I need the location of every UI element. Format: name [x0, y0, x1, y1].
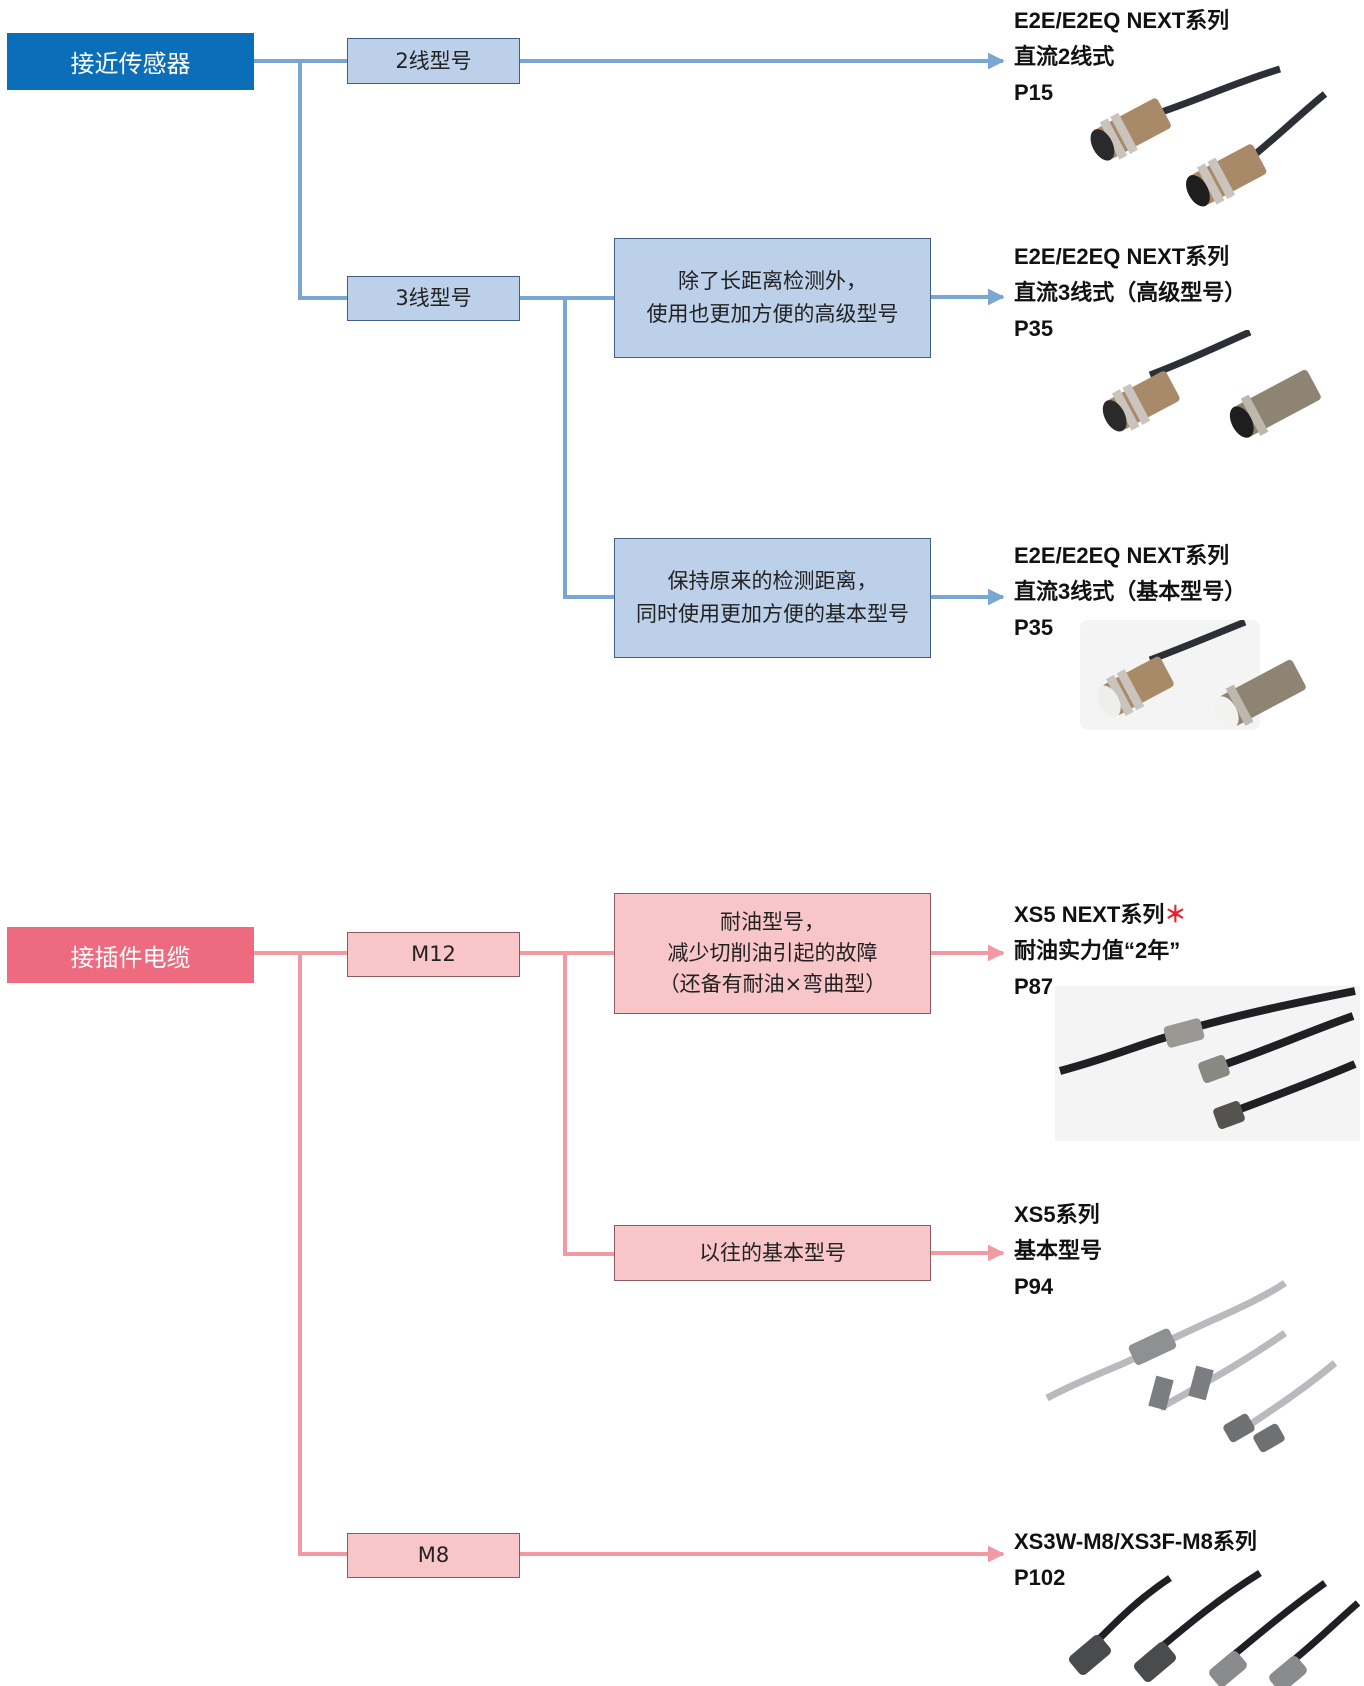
- product-desc: 直流3线式（基本型号）: [1014, 579, 1247, 604]
- oil-line-3: （还备有耐油×弯曲型）: [658, 972, 887, 996]
- wire2-box: 2线型号: [347, 38, 520, 84]
- product-page: P35: [1014, 316, 1054, 341]
- product-xs5: XS5系列 基本型号 P94: [1014, 1197, 1102, 1305]
- product-desc: 直流3线式（高级型号）: [1014, 280, 1247, 305]
- connector-cable-photo: [1069, 1570, 1360, 1686]
- legacy-model-box: 以往的基本型号: [614, 1225, 931, 1281]
- connector-cable-photo: [1045, 1280, 1338, 1453]
- product-e2e-3wire-advanced: E2E/E2EQ NEXT系列 直流3线式（高级型号） P35: [1014, 239, 1246, 347]
- product-page: P35: [1014, 615, 1054, 640]
- product-page: P15: [1014, 80, 1054, 105]
- basic-model-box: 保持原来的检测距离， 同时使用更加方便的基本型号: [614, 538, 931, 658]
- sensor-branch-line: [298, 61, 347, 300]
- product-series: XS5系列: [1014, 1202, 1100, 1227]
- m12-to-legacy-line: [563, 953, 614, 1256]
- product-series-row: XS5 NEXT系列＊: [1014, 897, 1186, 933]
- wire3-box: 3线型号: [347, 276, 520, 321]
- product-page: P102: [1014, 1565, 1066, 1590]
- product-e2e-2wire: E2E/E2EQ NEXT系列 直流2线式 P15: [1014, 3, 1229, 111]
- proximity-sensor-photo: [1102, 330, 1321, 438]
- oil-line-1: 耐油型号，: [720, 910, 825, 934]
- product-series: E2E/E2EQ NEXT系列: [1014, 543, 1230, 568]
- product-series: XS3W-M8/XS3F-M8系列: [1014, 1529, 1257, 1554]
- advanced-line-1: 除了长距离检测外，: [678, 269, 867, 293]
- proximity-sensor-photo: [1080, 620, 1306, 730]
- oil-line-2: 减少切削油引起的故障: [667, 941, 878, 965]
- product-xs3: XS3W-M8/XS3F-M8系列 P102: [1014, 1524, 1257, 1596]
- product-desc: 直流2线式: [1014, 44, 1115, 69]
- advanced-line-2: 使用也更加方便的高级型号: [646, 302, 899, 326]
- footnote-asterisk: ＊: [1164, 902, 1187, 927]
- connector-cable-header: 接插件电缆: [7, 927, 254, 983]
- basic-line-2: 同时使用更加方便的基本型号: [636, 602, 909, 626]
- basic-line-1: 保持原来的检测距离，: [667, 569, 878, 593]
- advanced-model-box: 除了长距离检测外， 使用也更加方便的高级型号: [614, 238, 931, 358]
- m12-box: M12: [347, 932, 520, 977]
- product-series: E2E/E2EQ NEXT系列: [1014, 244, 1230, 269]
- product-desc: 耐油实力值“2年”: [1014, 938, 1181, 963]
- proximity-sensor-photo: [1090, 65, 1328, 207]
- product-page: P94: [1014, 1274, 1054, 1299]
- oil-resistant-box: 耐油型号， 减少切削油引起的故障 （还备有耐油×弯曲型）: [614, 893, 931, 1014]
- wire3-to-basic-line: [563, 298, 614, 599]
- connector-cable-photo: [1055, 986, 1360, 1141]
- product-series: E2E/E2EQ NEXT系列: [1014, 8, 1230, 33]
- product-xs5-next: XS5 NEXT系列＊ 耐油实力值“2年” P87: [1014, 897, 1186, 1005]
- product-page: P87: [1014, 974, 1054, 999]
- m8-box: M8: [347, 1533, 520, 1578]
- proximity-sensor-header: 接近传感器: [7, 33, 254, 90]
- product-e2e-3wire-basic: E2E/E2EQ NEXT系列 直流3线式（基本型号） P35: [1014, 538, 1246, 646]
- connector-branch-line: [298, 953, 347, 1556]
- product-desc: 基本型号: [1014, 1238, 1103, 1263]
- product-series: XS5 NEXT系列: [1014, 902, 1165, 927]
